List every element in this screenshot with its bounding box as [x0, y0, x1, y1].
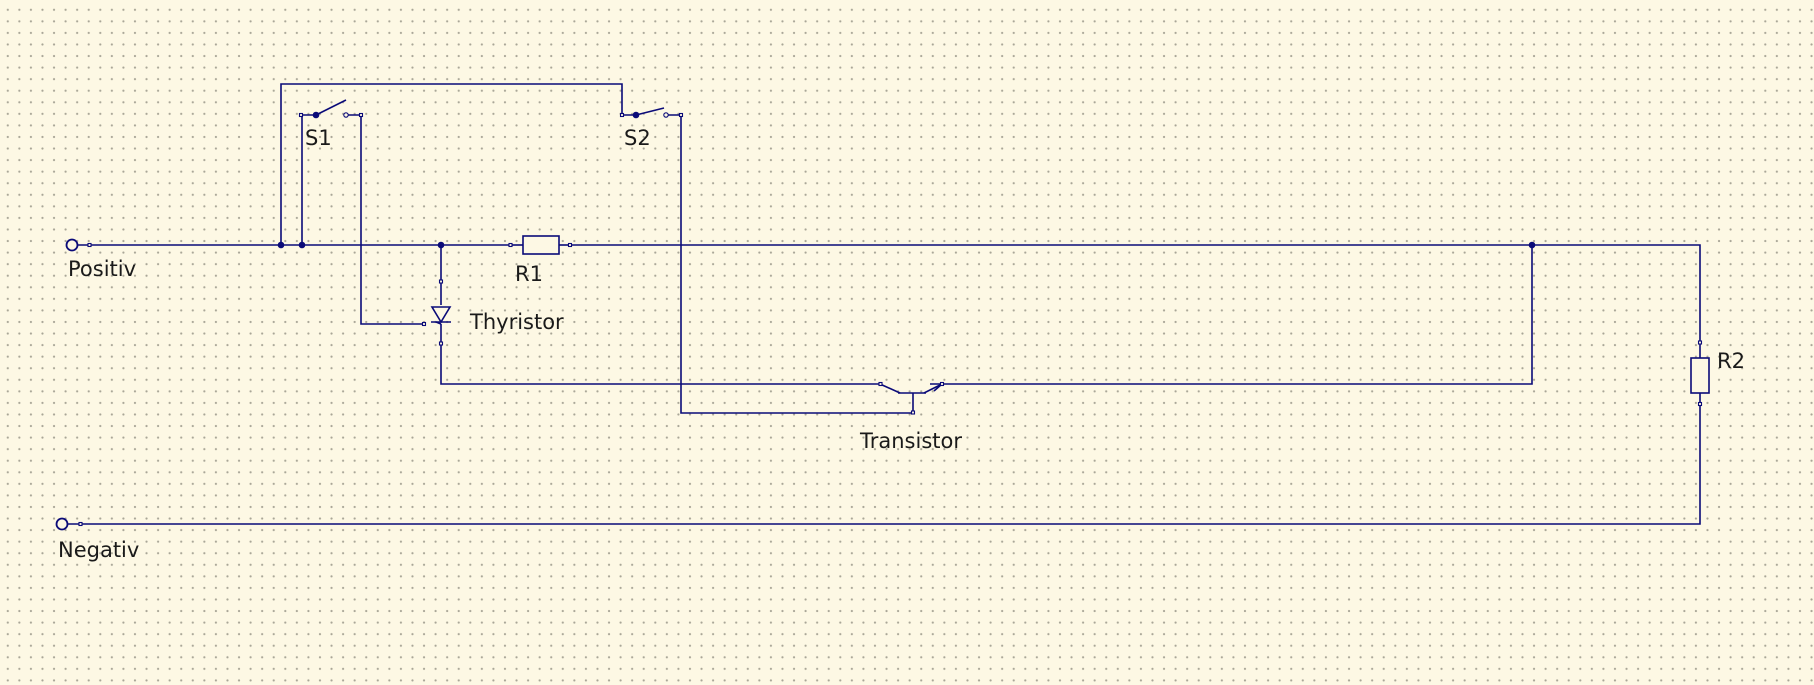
label-negativ: Negativ [58, 538, 140, 562]
wires [62, 83, 1701, 525]
label-transistor: Transistor [860, 429, 962, 453]
wire-r1-to-r2 [570, 244, 1701, 342]
terminal-positiv [65, 238, 92, 252]
switch-s1 [298, 99, 364, 119]
label-r2: R2 [1717, 349, 1745, 373]
label-positiv: Positiv [68, 257, 137, 281]
junction-node [437, 241, 445, 249]
junction-node [277, 241, 285, 249]
wire-s2-to-base [668, 114, 914, 414]
wire-top-loop [280, 83, 634, 245]
wire-s1-to-gate [346, 114, 424, 325]
wire-transistor-collector [942, 245, 1533, 385]
label-s1: S1 [305, 126, 332, 150]
junction-node [1528, 241, 1536, 249]
wire-negative-rail [62, 404, 1701, 525]
label-r1: R1 [515, 262, 543, 286]
label-s2: S2 [624, 126, 651, 150]
junctions [277, 241, 1536, 249]
transistor-symbol [878, 381, 945, 415]
label-thyristor: Thyristor [470, 310, 564, 334]
junction-node [298, 241, 306, 249]
resistor-r2 [1690, 340, 1710, 407]
resistor-r1 [508, 235, 573, 255]
switch-s2 [619, 107, 684, 119]
thyristor-symbol [421, 279, 452, 346]
terminal-negativ [55, 517, 83, 531]
